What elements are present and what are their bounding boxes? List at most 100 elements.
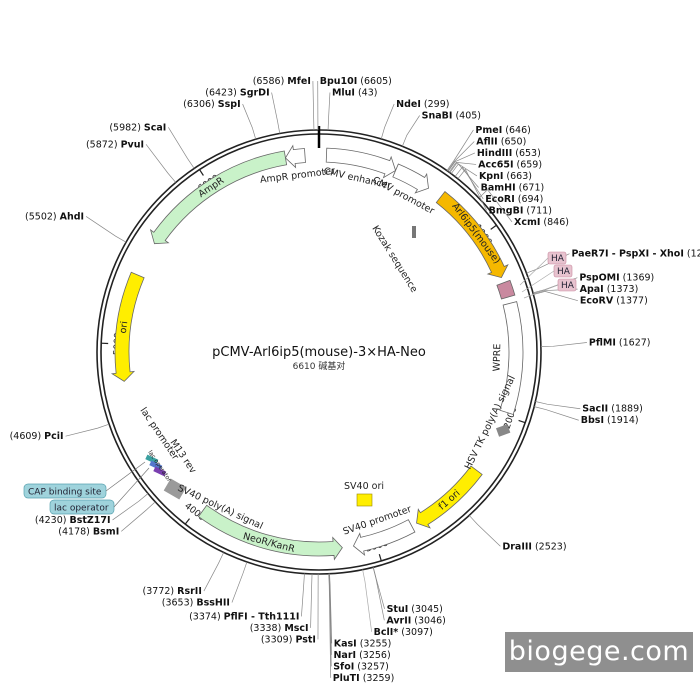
svg-text:SacII (1889): SacII (1889) xyxy=(582,404,643,415)
site-psti: (3309) PstI xyxy=(261,573,319,645)
svg-text:NarI (3256): NarI (3256) xyxy=(333,650,390,661)
watermark-box xyxy=(505,632,693,672)
site-hindiii: HindIII (653) xyxy=(447,148,541,172)
site-sacii: SacII (1889) xyxy=(535,401,643,415)
svg-text:HA: HA xyxy=(551,254,565,264)
svg-text:(6423) SgrDI: (6423) SgrDI xyxy=(205,88,269,99)
site-pflfi-tth111i: (3374) PflFI - Tth111I xyxy=(189,573,305,622)
svg-text:ApaI (1373): ApaI (1373) xyxy=(580,284,639,295)
svg-text:DraIII (2523): DraIII (2523) xyxy=(502,541,566,552)
svg-text:KpnI (663): KpnI (663) xyxy=(479,171,532,182)
site-draiii: DraIII (2523) xyxy=(468,515,567,552)
plasmid-size: 6610 碱基对 xyxy=(293,360,346,372)
feature-label-neor-kanr: NeoR/KanR xyxy=(242,531,297,555)
lac-promoter-label: lac promoter xyxy=(138,406,181,463)
site-rsrii: (3772) RsrII xyxy=(143,552,224,597)
site-snabi: SnaBI (405) xyxy=(402,111,481,147)
site-layer: Bpu10I (6605)MluI (43) NdeI (299)SnaBI (4… xyxy=(10,76,700,684)
site-mfei: (6586) MfeI xyxy=(253,76,315,131)
lac-operator-tag: lac operator xyxy=(49,467,150,515)
svg-text:AvrII (3046): AvrII (3046) xyxy=(386,615,446,626)
feature-ha-tags xyxy=(496,279,516,300)
watermark-text: biogege.com xyxy=(508,636,690,667)
feature-ampr xyxy=(149,150,288,245)
site-kasi: KasI (3255) xyxy=(329,573,392,649)
site-pvui: (5872) PvuI xyxy=(86,139,176,183)
site-pluti: PluTI (3259) xyxy=(328,573,395,684)
site-msci: (3338) MscI xyxy=(250,573,313,634)
svg-text:CAP binding site: CAP binding site xyxy=(28,488,102,498)
svg-text:SnaBI (405): SnaBI (405) xyxy=(422,111,481,122)
feature-label-wpre: WPRE xyxy=(491,343,503,371)
feature-arl6ip5-mouse- xyxy=(435,190,509,279)
site-sspi: (6306) SspI xyxy=(183,99,257,140)
feature-label-ampr-promoter: AmpR promoter xyxy=(259,166,335,186)
ha-tag-1: HA xyxy=(519,251,567,286)
svg-text:lac operator: lac operator xyxy=(54,504,109,514)
svg-text:MluI (43): MluI (43) xyxy=(332,88,378,99)
plasmid-name: pCMV-Arl6ip5(mouse)-3×HA-Neo xyxy=(212,345,426,360)
site-apai: ApaI (1373) xyxy=(533,284,638,295)
feature-label-ori: ori xyxy=(118,320,130,334)
svg-text:Bpu10I (6605): Bpu10I (6605) xyxy=(320,76,392,87)
site-pcii: (4609) PciI xyxy=(10,423,110,442)
site-aflii: AflII (650) xyxy=(447,136,526,172)
site-ecorv: EcoRV (1377) xyxy=(533,291,648,307)
site-scai: (5982) ScaI xyxy=(109,122,195,169)
svg-text:PaeR7I - PspXI - XhoI (1270): PaeR7I - PspXI - XhoI (1270) xyxy=(571,249,700,260)
svg-text:(5502) AhdI: (5502) AhdI xyxy=(25,211,84,222)
svg-text:(5982) ScaI: (5982) ScaI xyxy=(109,122,166,133)
feature-ampr-promoter xyxy=(284,144,306,169)
tick-mark-4000 xyxy=(184,518,190,525)
sv40-polya-block xyxy=(163,478,187,500)
svg-text:(3338) MscI: (3338) MscI xyxy=(250,623,309,634)
tick-mark-3000 xyxy=(378,554,382,562)
svg-text:BclI* (3097): BclI* (3097) xyxy=(374,627,433,638)
cap-binding-site-tag: CAP binding site xyxy=(23,461,146,499)
site-ecori: EcoRI (694) xyxy=(454,166,543,205)
site-pmei: PmeI (646) xyxy=(446,125,531,171)
site-bcli-: BclI* (3097) xyxy=(362,569,433,638)
site-bpu10i: Bpu10I (6605) xyxy=(317,76,392,131)
tick-mark-6000 xyxy=(199,169,204,176)
feature-neor-kanr xyxy=(197,504,343,561)
svg-text:NdeI (299): NdeI (299) xyxy=(396,99,449,110)
feature-cmv-promoter xyxy=(392,163,429,194)
svg-text:StuI (3045): StuI (3045) xyxy=(387,604,443,615)
svg-text:PspOMI (1369): PspOMI (1369) xyxy=(579,273,654,284)
svg-text:(4609) PciI: (4609) PciI xyxy=(10,431,64,442)
site-ahdi: (5502) AhdI xyxy=(25,211,127,243)
svg-text:(3374) PflFI - Tth111I: (3374) PflFI - Tth111I xyxy=(189,611,299,622)
hsv-tk-polya-mark xyxy=(495,424,511,437)
svg-text:HA: HA xyxy=(557,267,571,277)
cap-binding-mark xyxy=(145,454,159,465)
sv40-ori-block xyxy=(356,493,373,507)
svg-text:AflII (650): AflII (650) xyxy=(476,136,526,147)
site-sgrdi: (6423) SgrDI xyxy=(205,88,281,134)
lac-promoter-mark xyxy=(149,460,163,471)
site-acc65i: Acc65I (659) xyxy=(448,159,542,173)
site-bsshii: (3653) BssHII xyxy=(162,561,248,609)
ha-tag-3: HA xyxy=(523,278,577,299)
site-bmgbi: BmgBI (711) xyxy=(457,168,552,216)
svg-text:(3772) RsrII: (3772) RsrII xyxy=(143,586,202,597)
svg-text:(3653) BssHII: (3653) BssHII xyxy=(162,598,230,609)
svg-text:SfoI (3257): SfoI (3257) xyxy=(333,661,389,672)
site-ndei: NdeI (299) xyxy=(380,99,449,140)
svg-text:BamHI (671): BamHI (671) xyxy=(481,182,545,193)
feature-ori xyxy=(110,271,145,382)
svg-text:BmgBI (711): BmgBI (711) xyxy=(489,205,552,216)
svg-text:(6306) SspI: (6306) SspI xyxy=(183,99,240,110)
svg-text:KasI (3255): KasI (3255) xyxy=(334,638,392,649)
svg-text:HindIII (653): HindIII (653) xyxy=(477,148,541,159)
site-mlui: MluI (43) xyxy=(327,88,378,131)
site-xcmi: XcmI (846) xyxy=(478,189,569,228)
kozak-mark xyxy=(412,226,416,238)
svg-text:PluTI (3259): PluTI (3259) xyxy=(333,673,395,684)
svg-text:(6586) MfeI: (6586) MfeI xyxy=(253,76,311,87)
site-sfoi: SfoI (3257) xyxy=(328,573,389,672)
svg-text:HA: HA xyxy=(561,281,575,291)
svg-text:(4178) BsmI: (4178) BsmI xyxy=(58,526,119,537)
site-avrii: AvrII (3046) xyxy=(372,567,446,626)
